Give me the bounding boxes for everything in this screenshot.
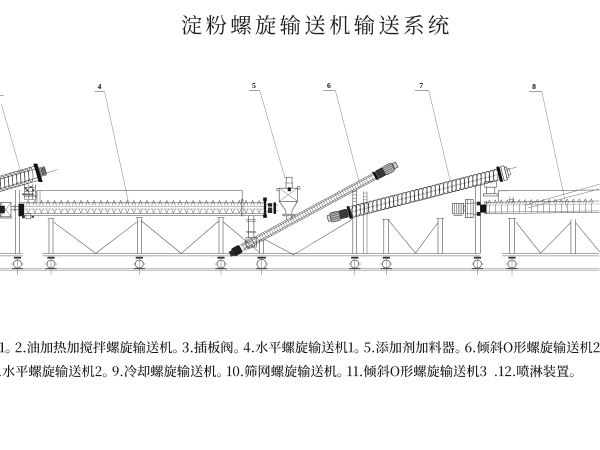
svg-text:4: 4 [98,82,102,91]
svg-text:7: 7 [419,81,423,90]
svg-text:6: 6 [327,81,331,90]
svg-text:8: 8 [532,82,536,91]
svg-text:5: 5 [252,81,256,90]
